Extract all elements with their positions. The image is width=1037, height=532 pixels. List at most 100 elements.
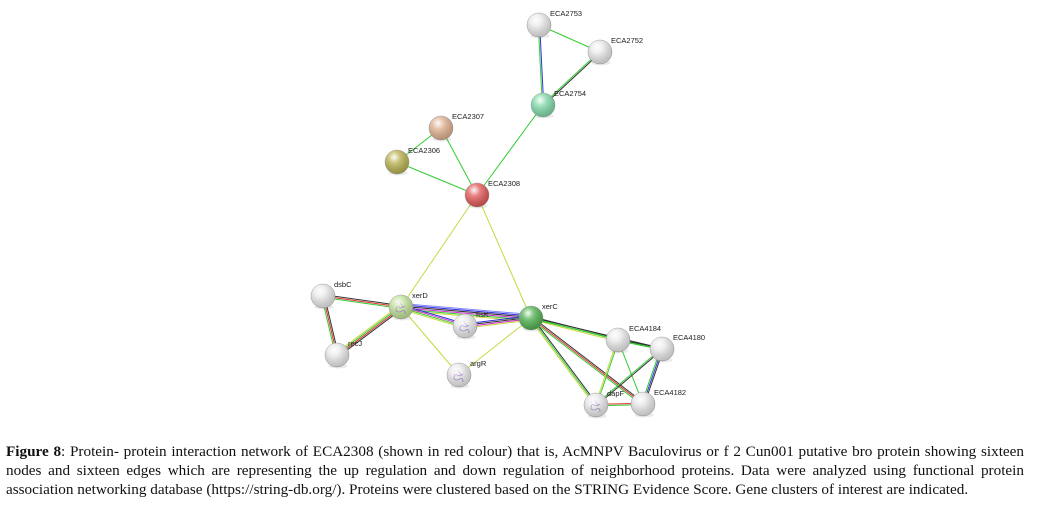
- node-highlight: [531, 93, 555, 117]
- edge-dsbC-xerD: [322, 294, 402, 309]
- node-highlight: [650, 337, 674, 361]
- edge-evidence-black: [543, 52, 601, 106]
- edge-ECA2753-ECA2754: [537, 24, 545, 106]
- node-ECA2307[interactable]: ECA2307: [428, 112, 484, 142]
- edge-evidence-red: [322, 295, 402, 308]
- edge-evidence-green: [530, 318, 662, 351]
- edge-evidence-black: [531, 316, 598, 405]
- nodes-layer: ECA2753ECA2752ECA2754ECA2307ECA2306ECA23…: [310, 9, 705, 419]
- edge-evidence-yellow: [400, 306, 460, 376]
- edge-evidence-yellow: [400, 194, 478, 308]
- node-highlight: [385, 150, 409, 174]
- edge-evidence-green: [396, 161, 478, 196]
- node-label: ECA4182: [654, 388, 686, 397]
- node-label: ECA4184: [629, 324, 661, 333]
- edge-evidence-black: [337, 308, 403, 358]
- edge-evidence-magenta: [400, 307, 531, 320]
- edge-evidence-yellow: [476, 194, 532, 319]
- node-highlight: [584, 393, 608, 417]
- edge-xerC-dapF: [529, 316, 598, 407]
- protein-interaction-network: ECA2753ECA2752ECA2754ECA2307ECA2306ECA23…: [310, 9, 705, 419]
- node-label: ECA2753: [550, 9, 582, 18]
- node-label: argR: [470, 359, 487, 368]
- caption-text: : Protein- protein interaction network o…: [6, 443, 1024, 498]
- edge-evidence-green: [336, 306, 401, 355]
- node-label: ECA2752: [611, 36, 643, 45]
- edge-ECA2306-ECA2308: [396, 161, 478, 196]
- node-highlight: [311, 284, 335, 308]
- node-fisK[interactable]: ftsK: [452, 310, 489, 340]
- node-label: ECA2308: [488, 179, 520, 188]
- node-highlight: [447, 363, 471, 387]
- node-label: dsbC: [334, 280, 352, 289]
- edge-evidence-green: [476, 104, 544, 196]
- node-label: ECA2754: [554, 89, 586, 98]
- node-highlight: [631, 392, 655, 416]
- edge-evidence-yellow: [529, 318, 596, 407]
- edge-evidence-green: [529, 318, 643, 406]
- edge-xerD-argR: [400, 306, 460, 376]
- edge-evidence-green: [440, 127, 478, 196]
- node-ECA2308[interactable]: ECA2308: [464, 179, 520, 209]
- edges-layer: [321, 24, 664, 407]
- caption-label: Figure 8: [6, 443, 62, 460]
- node-ECA4182[interactable]: ECA4182: [630, 388, 686, 418]
- edge-xerC-ECA4180: [530, 316, 663, 351]
- node-label: xerD: [412, 291, 428, 300]
- node-label: ECA4180: [673, 333, 705, 342]
- edge-evidence-green: [542, 51, 600, 105]
- node-ECA2754[interactable]: ECA2754: [530, 89, 586, 119]
- edge-evidence-black: [596, 349, 663, 406]
- node-recJ[interactable]: recJ: [324, 339, 362, 369]
- edge-evidence-green: [595, 348, 662, 405]
- node-label: xerC: [542, 302, 558, 311]
- node-ECA4180[interactable]: ECA4180: [649, 333, 705, 363]
- node-label: ECA2307: [452, 112, 484, 121]
- node-xerD[interactable]: xerD: [388, 291, 428, 321]
- node-highlight: [453, 314, 477, 338]
- edge-ECA2754-ECA2308: [476, 104, 544, 196]
- edge-ECA2308-xerC: [476, 194, 532, 319]
- edge-xerC-ECA4182: [529, 316, 645, 406]
- edge-evidence-yellow: [530, 318, 618, 342]
- edge-ECA2308-xerD: [400, 194, 478, 308]
- edge-evidence-blue: [539, 24, 545, 105]
- node-xerC[interactable]: xerC: [518, 302, 558, 332]
- edge-evidence-red: [530, 317, 644, 405]
- node-highlight: [465, 183, 489, 207]
- edge-evidence-lightblue: [401, 303, 532, 316]
- edge-evidence-black: [401, 305, 532, 318]
- node-label: ECA2306: [408, 146, 440, 155]
- edge-xerD-recJ: [335, 304, 403, 358]
- edge-evidence-green: [530, 317, 597, 406]
- edge-evidence-yellow: [335, 304, 401, 354]
- node-highlight: [606, 328, 630, 352]
- node-ECA2752[interactable]: ECA2752: [587, 36, 643, 66]
- edge-evidence-red: [337, 307, 402, 356]
- node-dsbC[interactable]: dsbC: [310, 280, 352, 310]
- edge-ECA2307-ECA2308: [440, 127, 478, 196]
- edge-evidence-black: [323, 294, 402, 307]
- node-highlight: [389, 295, 413, 319]
- node-ECA4184[interactable]: ECA4184: [605, 324, 661, 354]
- node-label: recJ: [348, 339, 362, 348]
- edge-ECA4180-dapF: [595, 348, 663, 406]
- node-argR[interactable]: argR: [446, 359, 487, 389]
- node-ECA2306[interactable]: ECA2306: [384, 146, 440, 176]
- node-label: ftsK: [476, 310, 489, 319]
- node-label: dapF: [607, 389, 625, 398]
- figure-caption: Figure 8: Protein- protein interaction n…: [6, 442, 1024, 499]
- node-highlight: [325, 343, 349, 367]
- edge-evidence-yellow: [458, 317, 532, 376]
- node-highlight: [588, 40, 612, 64]
- edge-evidence-black: [531, 316, 645, 404]
- edge-ECA2752-ECA2754: [542, 51, 601, 106]
- edge-evidence-blue: [401, 304, 532, 317]
- edge-evidence-green: [322, 296, 401, 309]
- node-dapF[interactable]: dapF: [583, 389, 625, 419]
- edge-evidence-green: [537, 25, 543, 106]
- node-highlight: [429, 116, 453, 140]
- node-ECA2753[interactable]: ECA2753: [526, 9, 582, 39]
- node-highlight: [519, 306, 543, 330]
- edge-evidence-black: [531, 316, 663, 349]
